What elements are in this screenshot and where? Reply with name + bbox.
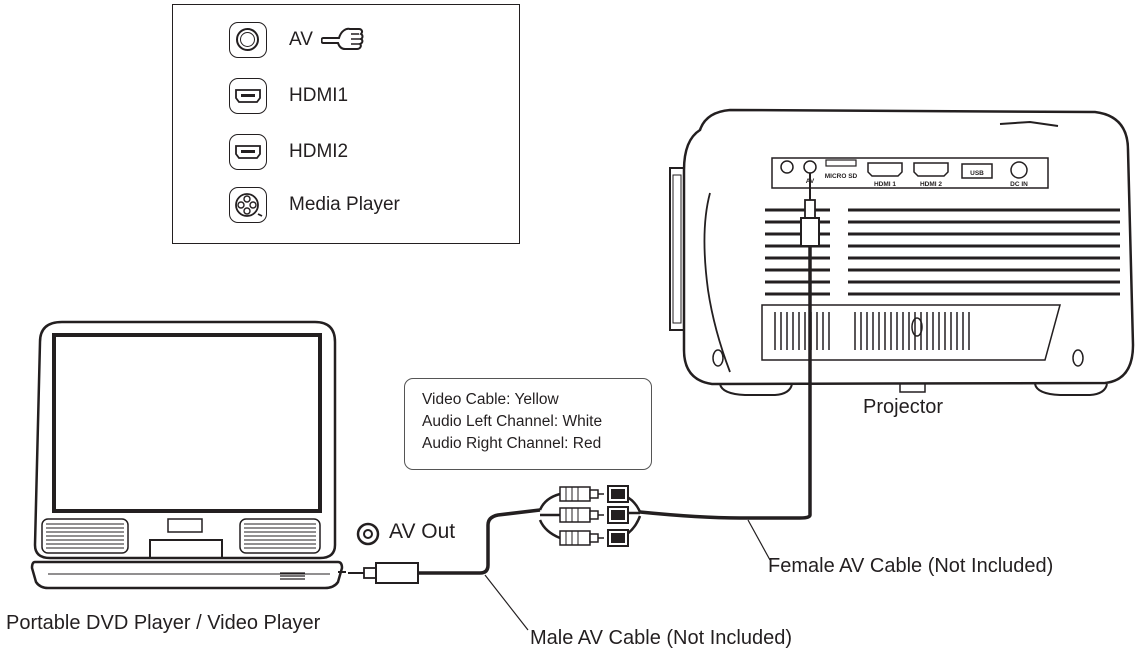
menu-item-label: HDMI1 [289,85,349,106]
av-composite-icon [229,22,267,58]
female-cable-label: Female AV Cable (Not Included) [768,555,1054,577]
projector-port-labels: AV MICRO SD HDMI 1 HDMI 2 USB DC IN [806,170,1028,188]
menu-item-av[interactable]: AV [229,20,365,60]
projector-port-dcin: DC IN [1010,181,1028,188]
female-cable-leader [747,519,771,561]
note-line-audio-left: Audio Left Channel: White [422,413,603,430]
input-source-menu: AV HDMI1 HDMI2 [172,4,520,244]
projector-label: Projector [863,396,944,418]
male-av-plug [348,562,419,584]
projector-port-hdmi2: HDMI 2 [920,181,942,188]
projector-port-microsd: MICRO SD [825,173,858,180]
menu-item-label: AV [289,29,313,50]
av-out-label: AV Out [389,520,456,543]
menu-item-media-player[interactable]: Media Player [229,185,400,225]
projector-port-usb: USB [970,170,984,177]
dvd-player-label: Portable DVD Player / Video Player [6,612,321,634]
menu-item-label: HDMI2 [289,141,349,162]
note-line-video: Video Cable: Yellow [422,391,559,408]
av-out-icon [356,522,380,546]
menu-item-label: Media Player [289,194,400,215]
note-line-audio-right: Audio Right Channel: Red [422,435,602,452]
menu-item-hdmi1[interactable]: HDMI1 [229,76,348,116]
hdmi-port-icon [229,134,267,170]
female-av-cable [639,246,812,520]
rca-connector-set [538,485,642,547]
pointing-hand-icon [320,27,364,50]
projector-port-hdmi1: HDMI 1 [874,181,896,188]
hdmi-port-icon [229,78,267,114]
menu-item-hdmi2[interactable]: HDMI2 [229,132,348,172]
media-player-icon [229,187,267,223]
cable-color-note: Video Cable: Yellow Audio Left Channel: … [404,378,652,470]
portable-dvd-player [30,320,346,590]
male-av-cable [418,508,541,575]
male-cable-leader [484,574,529,631]
male-cable-label: Male AV Cable (Not Included) [530,627,792,649]
projector-illustration [669,108,1135,396]
